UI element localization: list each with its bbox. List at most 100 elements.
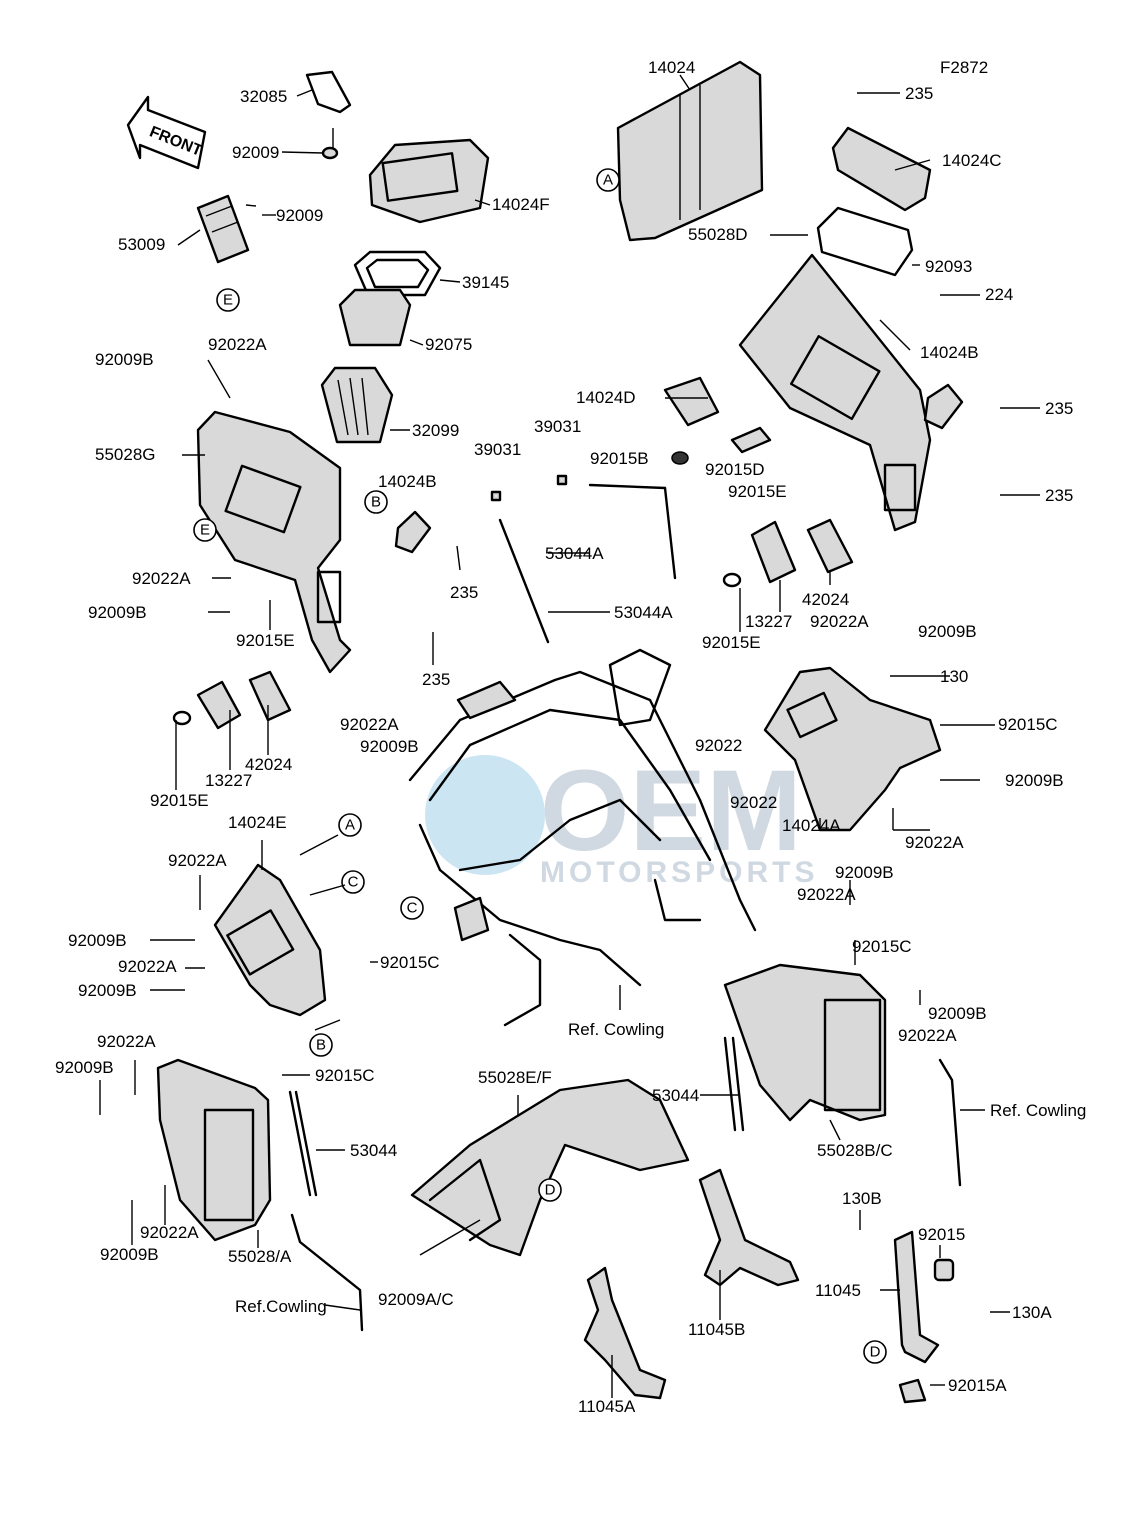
label-92075: 92075	[425, 335, 472, 354]
bracket-32085	[305, 70, 352, 114]
svg-text:B: B	[316, 1037, 326, 1054]
label-92015E: 92015E	[728, 482, 787, 501]
svg-text:A: A	[603, 172, 613, 189]
label-92009B: 92009B	[68, 931, 127, 950]
label-53044A: 53044A	[614, 603, 673, 622]
svg-text:E: E	[223, 292, 233, 309]
label-ref-cowling: Ref. Cowling	[990, 1101, 1086, 1120]
ref-E-mid: E	[193, 518, 217, 542]
label-53009: 53009	[118, 235, 165, 254]
label-92015A: 92015A	[948, 1376, 1007, 1395]
label-92022A: 92022A	[810, 612, 869, 631]
label-92015B: 92015B	[590, 449, 649, 468]
label-55028A: 55028/A	[228, 1247, 292, 1266]
svg-text:B: B	[371, 494, 381, 511]
label-92009AC: 92009A/C	[378, 1290, 454, 1309]
label-92022A: 92022A	[898, 1026, 957, 1045]
label-39031: 39031	[534, 417, 581, 436]
label-92022A: 92022A	[97, 1032, 156, 1051]
label-92022A: 92022A	[340, 715, 399, 734]
ref-D-right: D	[863, 1340, 887, 1364]
ref-A-top: A	[596, 168, 620, 192]
label-130A: 130A	[1012, 1303, 1052, 1322]
label-11045: 11045	[815, 1281, 861, 1300]
label-42024: 42024	[802, 590, 849, 609]
svg-text:C: C	[407, 900, 418, 917]
label-14024B: 14024B	[378, 472, 437, 491]
label-14024F: 14024F	[492, 195, 550, 214]
label-92022A: 92022A	[132, 569, 191, 588]
svg-text:D: D	[545, 1182, 556, 1199]
ref-B-mid: B	[364, 490, 388, 514]
label-92015D: 92015D	[705, 460, 765, 479]
label-11045B: 11045B	[688, 1320, 745, 1339]
label-39031: 39031	[474, 440, 521, 459]
label-55028D: 55028D	[688, 225, 748, 244]
label-13227: 13227	[205, 771, 252, 790]
label-ref-cowling: Ref. Cowling	[568, 1020, 664, 1039]
bracket-11045B	[698, 1168, 800, 1287]
label-235: 235	[905, 84, 933, 103]
label-92015: 92015	[918, 1225, 965, 1244]
pad-92075	[338, 288, 412, 347]
svg-text:D: D	[870, 1344, 881, 1361]
label-ref-cowling: Ref.Cowling	[235, 1297, 327, 1316]
label-14024C: 14024C	[942, 151, 1002, 170]
gasket-39145	[353, 250, 442, 297]
label-92015E: 92015E	[150, 791, 209, 810]
label-92009B: 92009B	[55, 1058, 114, 1077]
label-92015E: 92015E	[236, 631, 295, 650]
label-53044A: 53044A	[545, 544, 604, 563]
label-42024: 42024	[245, 755, 292, 774]
label-14024E: 14024E	[228, 813, 287, 832]
gasket-92093	[816, 206, 914, 277]
panel-55028D	[738, 253, 932, 532]
label-32085: 32085	[240, 87, 287, 106]
front-arrow-icon: FRONT	[126, 95, 207, 170]
label-92022: 92022	[730, 793, 777, 812]
label-92022A: 92022A	[140, 1223, 199, 1242]
bracket-11045A	[583, 1266, 667, 1400]
label-55028G: 55028G	[95, 445, 156, 464]
label-92009B: 92009B	[78, 981, 137, 1000]
label-92022: 92022	[695, 736, 742, 755]
bracket-11045	[893, 1230, 955, 1404]
ref-B-low: B	[309, 1033, 333, 1057]
screw-92009-a	[321, 128, 339, 160]
label-92009B: 92009B	[835, 863, 894, 882]
label-92009B: 92009B	[360, 737, 419, 756]
duct-13227-42024-right	[722, 518, 854, 588]
ref-C-frame: C	[400, 896, 424, 920]
ref-cowling-line-right	[938, 1058, 962, 1187]
label-92015C: 92015C	[315, 1066, 375, 1085]
label-92015C: 92015C	[380, 953, 440, 972]
plate-14024D	[663, 376, 772, 465]
label-92009B: 92009B	[88, 603, 147, 622]
label-130: 130	[940, 667, 968, 686]
label-39145: 39145	[462, 273, 509, 292]
svg-text:C: C	[348, 874, 359, 891]
label-14024A: 14024A	[782, 816, 841, 835]
panel-55028A	[156, 1058, 272, 1242]
duct-13227-42024-left	[172, 670, 292, 730]
ref-cowling-line-left	[290, 1213, 364, 1332]
svg-text:E: E	[200, 522, 210, 539]
watermark-main: OEM	[540, 747, 802, 875]
label-14024: 14024	[648, 58, 695, 77]
panel-55028EF	[410, 1078, 690, 1257]
label-53044: 53044	[652, 1086, 699, 1105]
label-92015C: 92015C	[852, 937, 912, 956]
label-92015C: 92015C	[998, 715, 1058, 734]
panel-55028G	[196, 410, 352, 674]
label-32099: 32099	[412, 421, 459, 440]
label-235: 235	[422, 670, 450, 689]
label-14024B: 14024B	[920, 343, 979, 362]
label-92009B: 92009B	[1005, 771, 1064, 790]
svg-text:A: A	[345, 817, 355, 834]
label-224: 224	[985, 285, 1013, 304]
grille-32099	[320, 366, 394, 444]
label-235: 235	[450, 583, 478, 602]
label-92022A: 92022A	[118, 957, 177, 976]
label-55028EF: 55028E/F	[478, 1068, 552, 1087]
